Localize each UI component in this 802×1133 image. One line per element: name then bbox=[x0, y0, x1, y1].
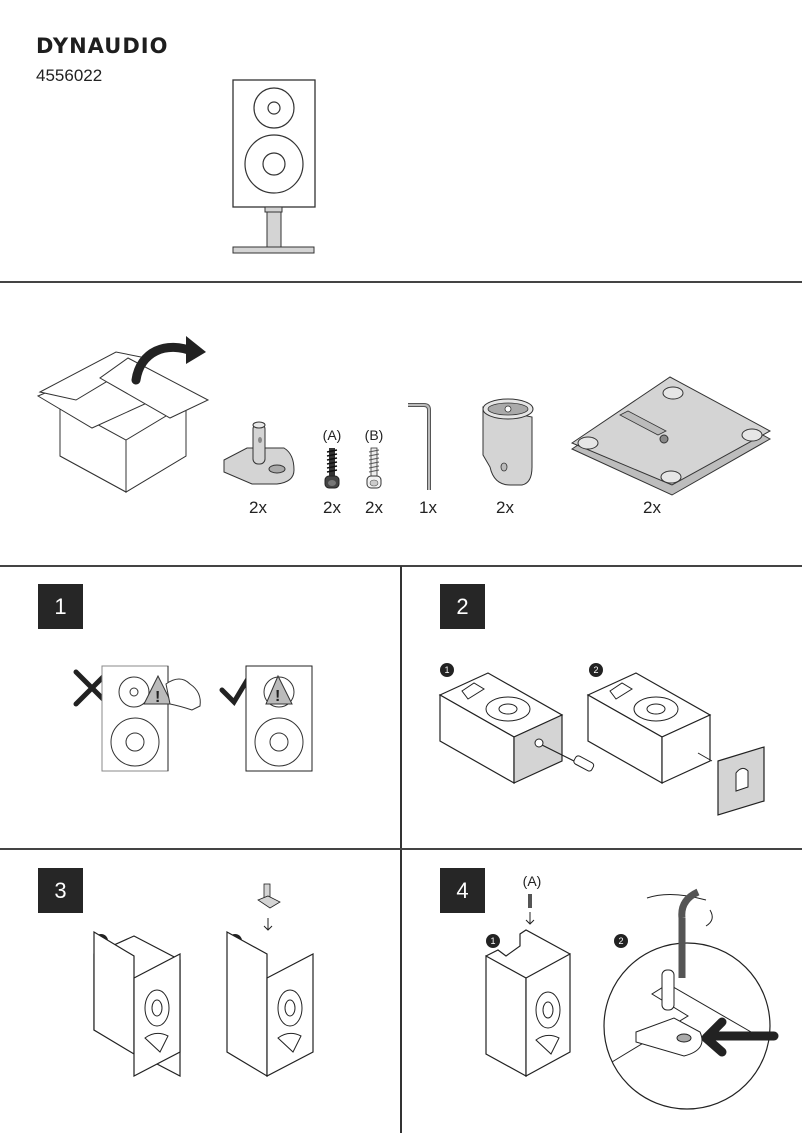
speaker-on-stand-illustration bbox=[232, 79, 316, 254]
step-3-badge: 3 bbox=[38, 868, 83, 913]
qty-screw-a: 2x bbox=[323, 498, 341, 517]
open-box-icon bbox=[36, 336, 210, 493]
qty-screw-b: 2x bbox=[365, 498, 383, 517]
step-3-illustration bbox=[93, 883, 314, 1078]
step-2-substep-2-marker: 2 bbox=[589, 663, 603, 677]
step-4-substep-1-marker: 1 bbox=[486, 934, 500, 948]
qty-hex-key: 1x bbox=[419, 498, 437, 517]
step-4-substep-2-marker: 2 bbox=[614, 934, 628, 948]
base-plate-part bbox=[570, 376, 772, 496]
screw-b-part bbox=[366, 447, 382, 489]
hex-key-part bbox=[408, 403, 431, 490]
step-2-illustration bbox=[438, 672, 765, 816]
step-1-badge: 1 bbox=[38, 584, 83, 629]
substep-number: 1 bbox=[490, 936, 496, 946]
svg-text:!: ! bbox=[155, 689, 160, 706]
label-screw-a: (A) bbox=[322, 427, 342, 443]
qty-stand-bracket: 2x bbox=[249, 498, 267, 517]
substep-number: 1 bbox=[444, 665, 450, 675]
substep-number: 2 bbox=[593, 665, 599, 675]
substep-number: 2 bbox=[618, 936, 624, 946]
speaker-upright-2 bbox=[226, 930, 314, 1078]
step-1-illustration: ! ! bbox=[73, 665, 313, 772]
qty-base-plate: 2x bbox=[643, 498, 661, 517]
divider-steps bbox=[0, 848, 802, 850]
brand-logo: DYNAUDIO bbox=[36, 34, 169, 58]
speaker-upright-1 bbox=[93, 930, 181, 1077]
step-4-screw-label: (A) bbox=[522, 873, 542, 889]
stand-column-part bbox=[482, 398, 534, 486]
step-4-badge: 4 bbox=[440, 868, 485, 913]
stand-bracket-part bbox=[223, 421, 295, 485]
product-code: 4556022 bbox=[36, 66, 103, 85]
step-2-badge: 2 bbox=[440, 584, 485, 629]
divider-header bbox=[0, 281, 802, 283]
step-2-substep-1-marker: 1 bbox=[440, 663, 454, 677]
svg-text:!: ! bbox=[275, 688, 280, 705]
qty-stand-column: 2x bbox=[496, 498, 514, 517]
step-4-illustration bbox=[485, 888, 779, 1110]
label-screw-b: (B) bbox=[364, 427, 384, 443]
screw-a-part bbox=[324, 448, 340, 489]
